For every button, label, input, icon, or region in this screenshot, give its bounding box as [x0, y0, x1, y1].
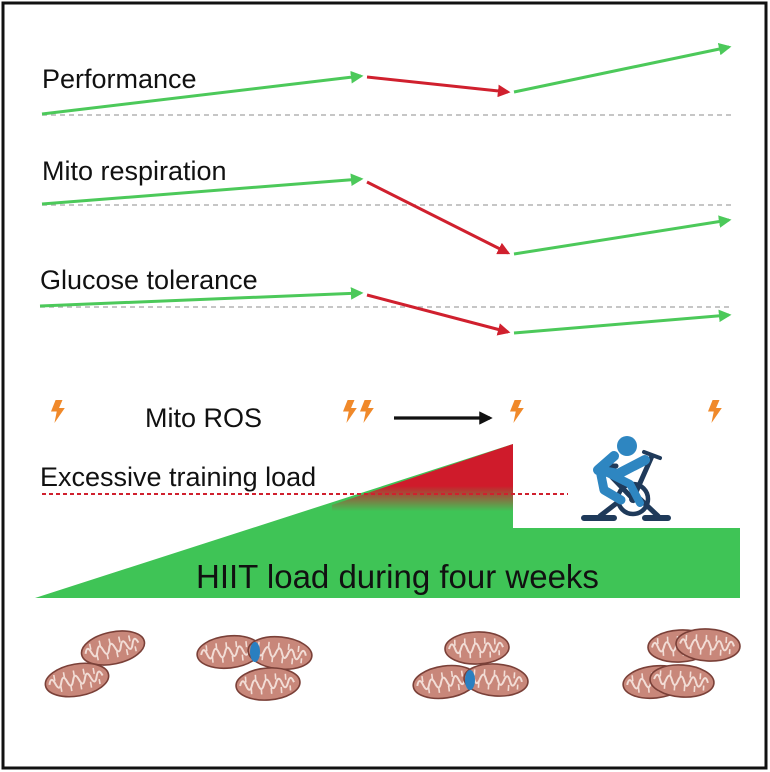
- stationary-bike-cyclist-icon: [581, 436, 671, 521]
- excessive-training-load-label: Excessive training load: [40, 462, 316, 492]
- mito-respiration-arrow-increase-2: [513, 215, 732, 256]
- performance-arrow-increase-1: [41, 70, 364, 116]
- performance-arrow-decrease: [366, 75, 511, 98]
- mito-respiration-label: Mito respiration: [42, 156, 227, 186]
- excessive-load-zone: [332, 444, 513, 528]
- glucose-tolerance-arrow-increase-2: [513, 309, 732, 335]
- glucose-tolerance-arrow-decrease: [366, 293, 511, 336]
- performance-label: Performance: [42, 64, 197, 94]
- performance-arrow-increase-2: [513, 42, 732, 94]
- hiit-load-label: HIIT load during four weeks: [196, 558, 599, 595]
- mitochondria-stage-2: [194, 631, 315, 704]
- mitochondria-stage-3: [410, 629, 531, 704]
- mito-ros-label: Mito ROS: [145, 403, 262, 433]
- glucose-tolerance-arrow-increase-1: [39, 287, 364, 308]
- glucose-tolerance-label: Glucose tolerance: [40, 265, 258, 295]
- mito-respiration-arrow-decrease: [366, 180, 511, 255]
- fission-site-marker: [250, 642, 260, 662]
- fission-site-marker: [465, 670, 475, 690]
- mito-respiration-arrow-increase-1: [41, 173, 364, 206]
